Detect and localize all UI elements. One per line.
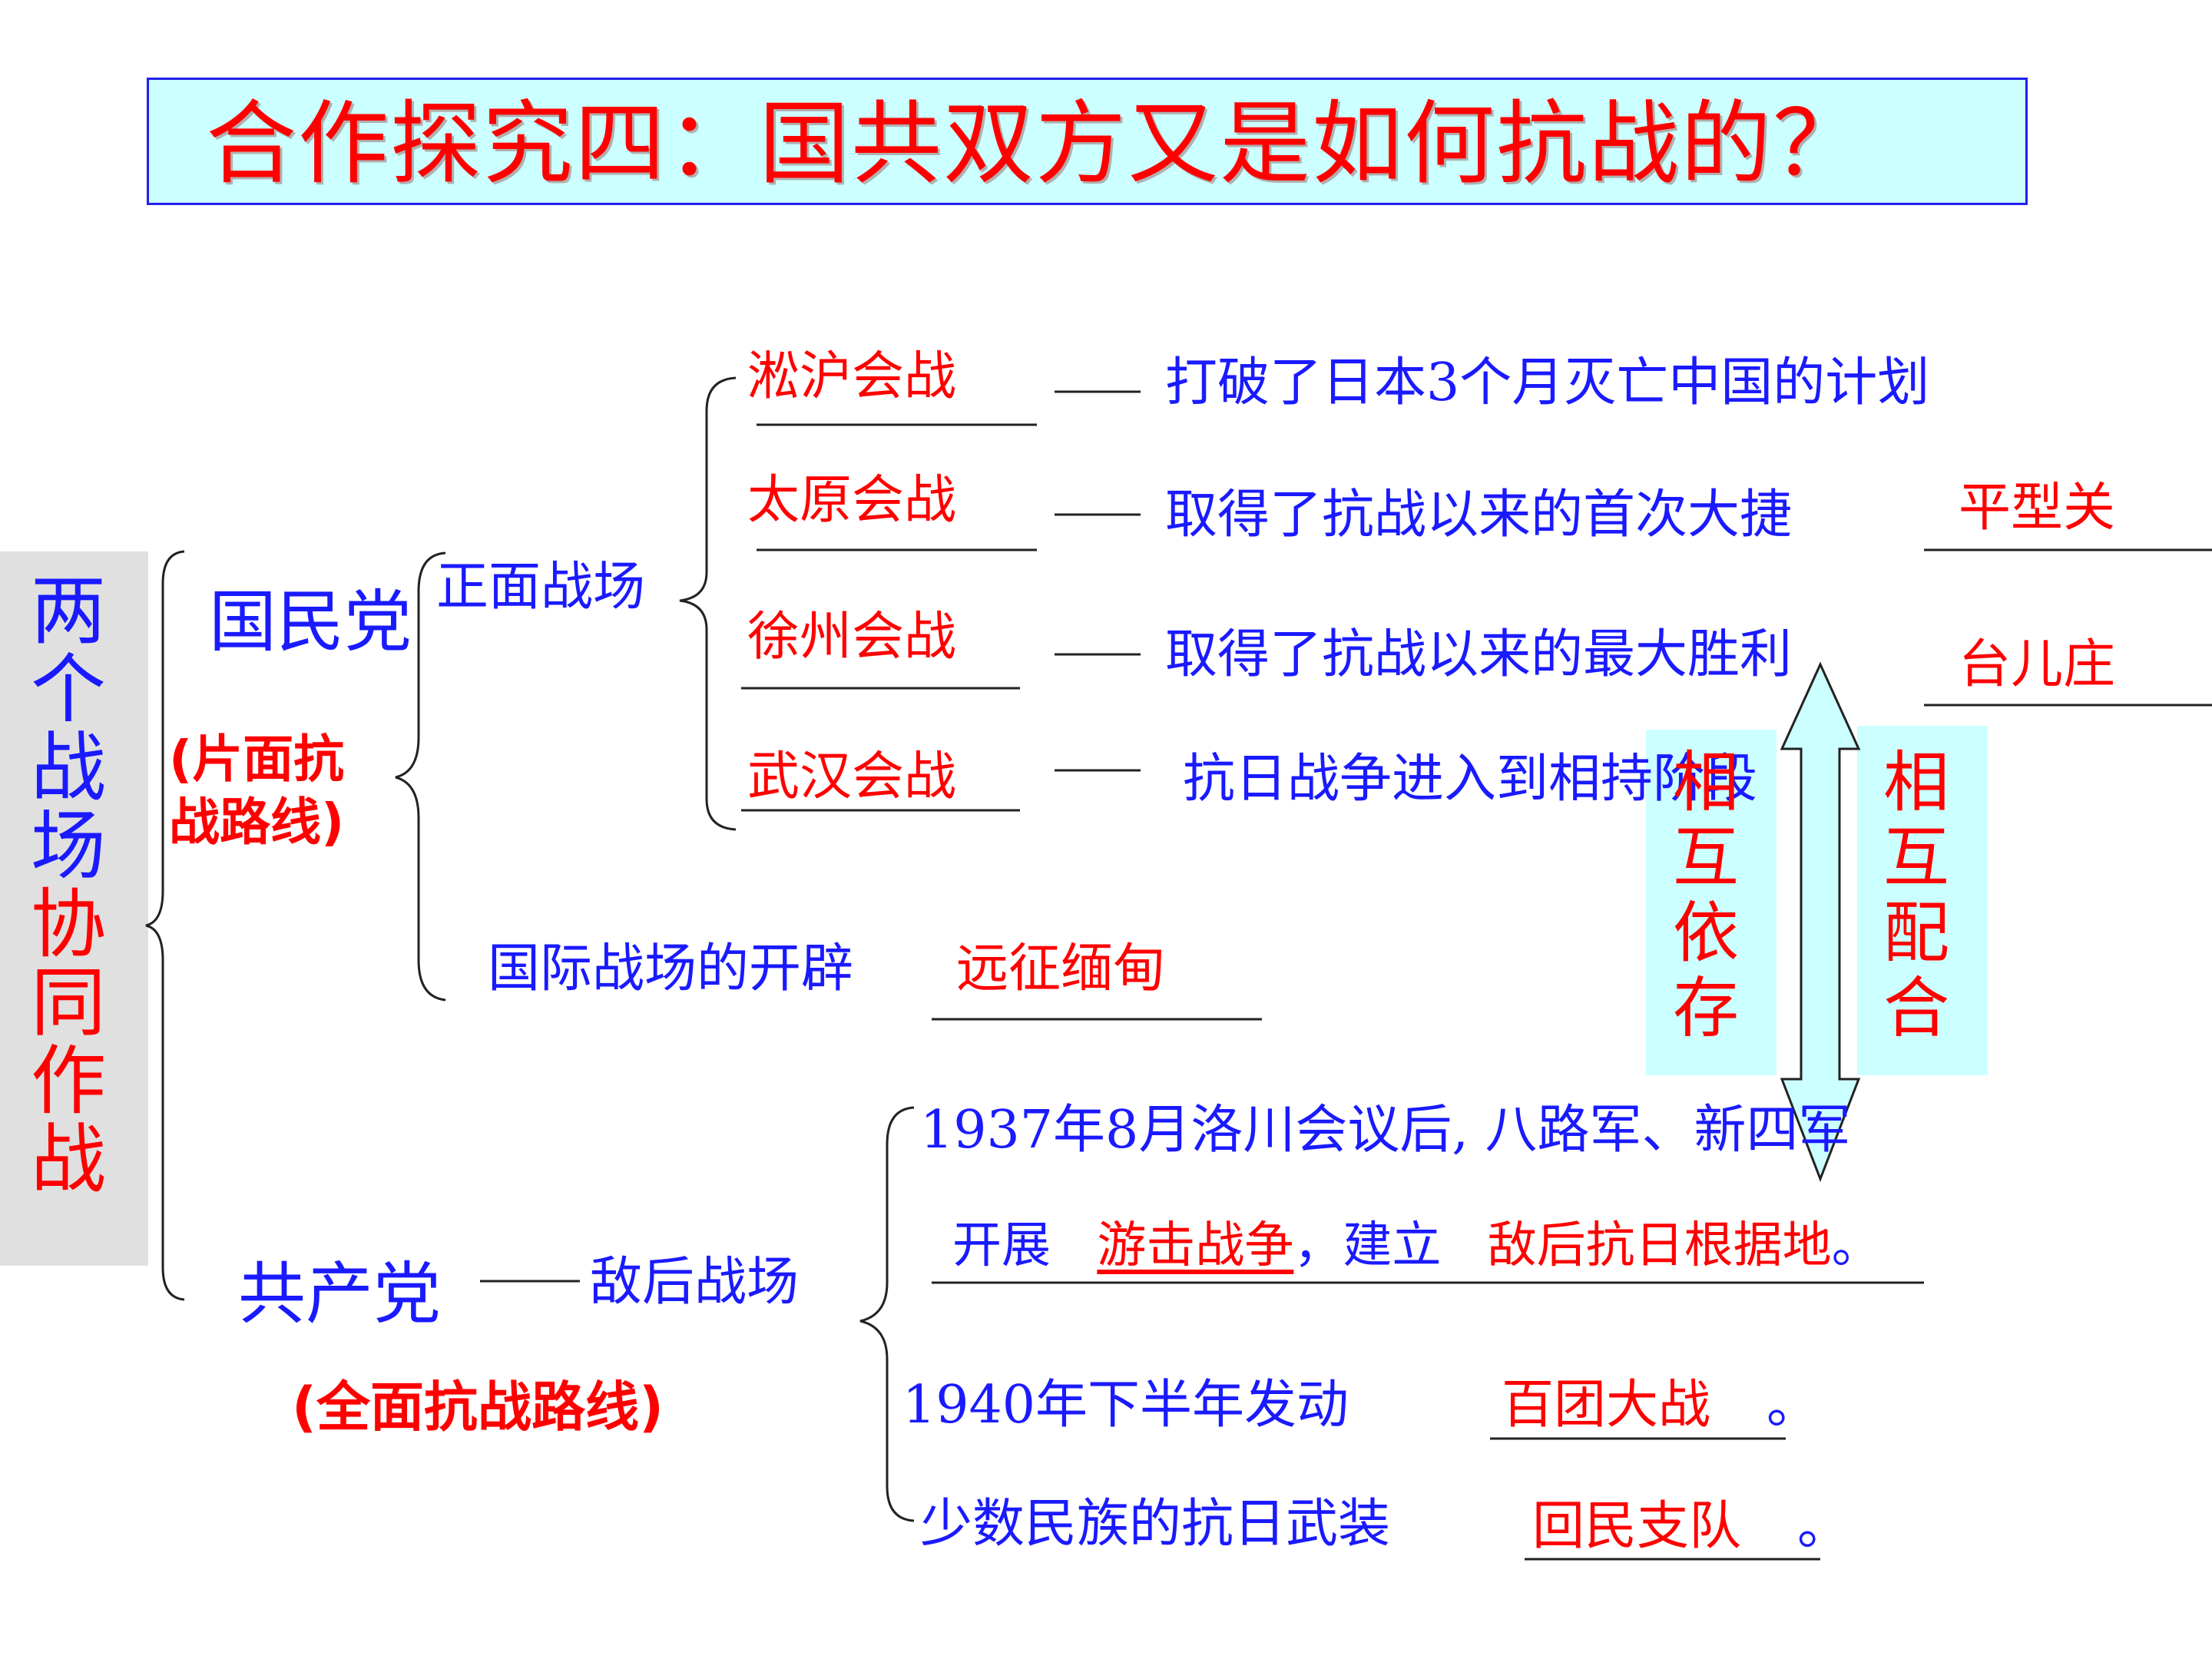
battle-answer: 平型关 [1959,478,2116,538]
main-brace [145,550,185,1301]
cpc-line-4: 少数民族的抗日武装 [920,1494,1391,1555]
left-label-char: 个 [31,646,107,733]
front-battlefield-label: 正面战场 [436,557,646,618]
cpc-line-1: 1937年8月洛川会议后, 八路军、新四军 [920,1100,1851,1161]
relation-char: 存 [1673,970,1739,1047]
left-label-char: 场 [31,803,107,890]
left-label-char: 战 [31,724,107,812]
rear-battlefield-label: 敌后战场 [590,1252,800,1313]
relation-left-box [1646,730,1777,1075]
hui-detachment: 回民支队 [1532,1496,1742,1557]
cpc-line-3-end: 。 [1767,1375,1820,1435]
left-label-char: 战 [31,1116,107,1204]
battle-name: 武汉会战 [747,747,957,807]
relation-char: 互 [1673,820,1739,896]
left-label-char: 协 [31,881,107,969]
kmt-route-line: 战路线) [169,793,345,852]
relation-char: 相 [1673,744,1739,821]
relation-char: 相 [1883,744,1949,821]
cpc-line-2: 开展 游击战争，建立 敌后抗日根据地。 [952,1217,1881,1275]
hundred-regiments: 百团大战 [1502,1375,1711,1435]
left-label-char: 同 [31,959,107,1047]
intl-answer: 远征缅甸 [956,939,1166,999]
cpc-line-2-c: ，建立 [1293,1217,1442,1274]
kmt-name: 国民党 [209,582,412,661]
left-label-box [0,551,148,1266]
title-box [147,78,2028,205]
battle-result: 打破了日本3个月灭亡中国的计划 [1165,353,1930,413]
battle-result: 取得了抗战以来的最大胜利 [1165,624,1793,685]
battle-result: 取得了抗战以来的首次大捷 [1165,485,1793,545]
battle-name: 太原会战 [747,470,957,531]
relation-char: 依 [1673,895,1739,972]
kmt-route-line: (片面抗 [169,730,345,789]
battles-brace [679,376,737,831]
page-title: 合作探究四：国共双方又是如何抗战的？ [206,91,1866,197]
left-label-char: 两 [31,568,107,655]
relation-right-box [1857,726,1988,1075]
cpc-line-4-end: 。 [1797,1496,1850,1557]
battle-result: 抗日战争进入到相持阶段 [1183,749,1758,810]
cpc-line-2-e: 。 [1831,1217,1881,1274]
guerrilla-war: 游击战争 [1097,1217,1294,1274]
relation-left-label: 相 互 依 存 [1673,745,1739,1046]
relation-right-label: 相 互 配 合 [1883,745,1949,1046]
cpc-name: 共产党 [238,1254,442,1333]
battle-answer: 台儿庄 [1959,634,2116,695]
intl-label: 国际战场的开辟 [488,939,854,999]
relation-char: 配 [1883,895,1949,972]
battle-name: 淞沪会战 [747,346,957,407]
relation-char: 互 [1883,820,1949,896]
cpc-brace [859,1106,915,1522]
relation-char: 合 [1883,970,1949,1047]
left-label-char: 作 [31,1038,107,1125]
kmt-brace [395,551,446,1002]
cpc-line-2-a: 开展 [952,1217,1051,1274]
battle-name: 徐州会战 [747,607,957,667]
double-arrow [1780,661,1861,1183]
left-label: 两 个 战 场 协 同 作 战 [31,572,106,1199]
cpc-route: (全面抗战路线) [292,1376,664,1439]
base-areas: 敌后抗日根据地 [1487,1217,1832,1274]
kmt-route: (片面抗 战路线) [169,728,344,854]
cpc-line-3: 1940年下半年发动 [902,1375,1349,1435]
